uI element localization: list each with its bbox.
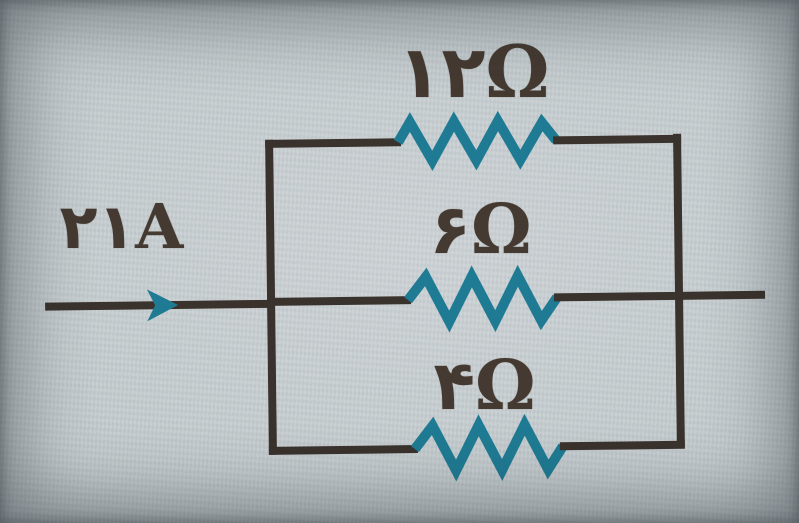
- resistor-top-label: ۱۲Ω: [397, 29, 551, 114]
- current-label: ۲۱A: [59, 190, 185, 263]
- resistor-top-zigzag: [393, 110, 561, 172]
- top-branch-left-wire: [265, 138, 402, 148]
- bottom-branch-left-wire: [268, 445, 418, 455]
- resistor-bottom-label: ۴Ω: [433, 346, 537, 426]
- left-bus-wire: [265, 139, 277, 455]
- right-bus-wire: [673, 133, 685, 447]
- middle-branch-left-wire: [271, 296, 412, 306]
- middle-branch-right-wire: [553, 291, 680, 302]
- resistor-middle-label: ۶Ω: [429, 190, 533, 270]
- resistor-bottom-zigzag: [410, 413, 568, 482]
- current-arrow-icon: [146, 289, 179, 322]
- output-wire: [678, 290, 766, 300]
- resistor-middle-zigzag: [404, 264, 562, 333]
- circuit-wiring: [45, 110, 766, 482]
- bottom-branch-right-wire: [559, 440, 685, 451]
- top-branch-right-wire: [553, 134, 682, 145]
